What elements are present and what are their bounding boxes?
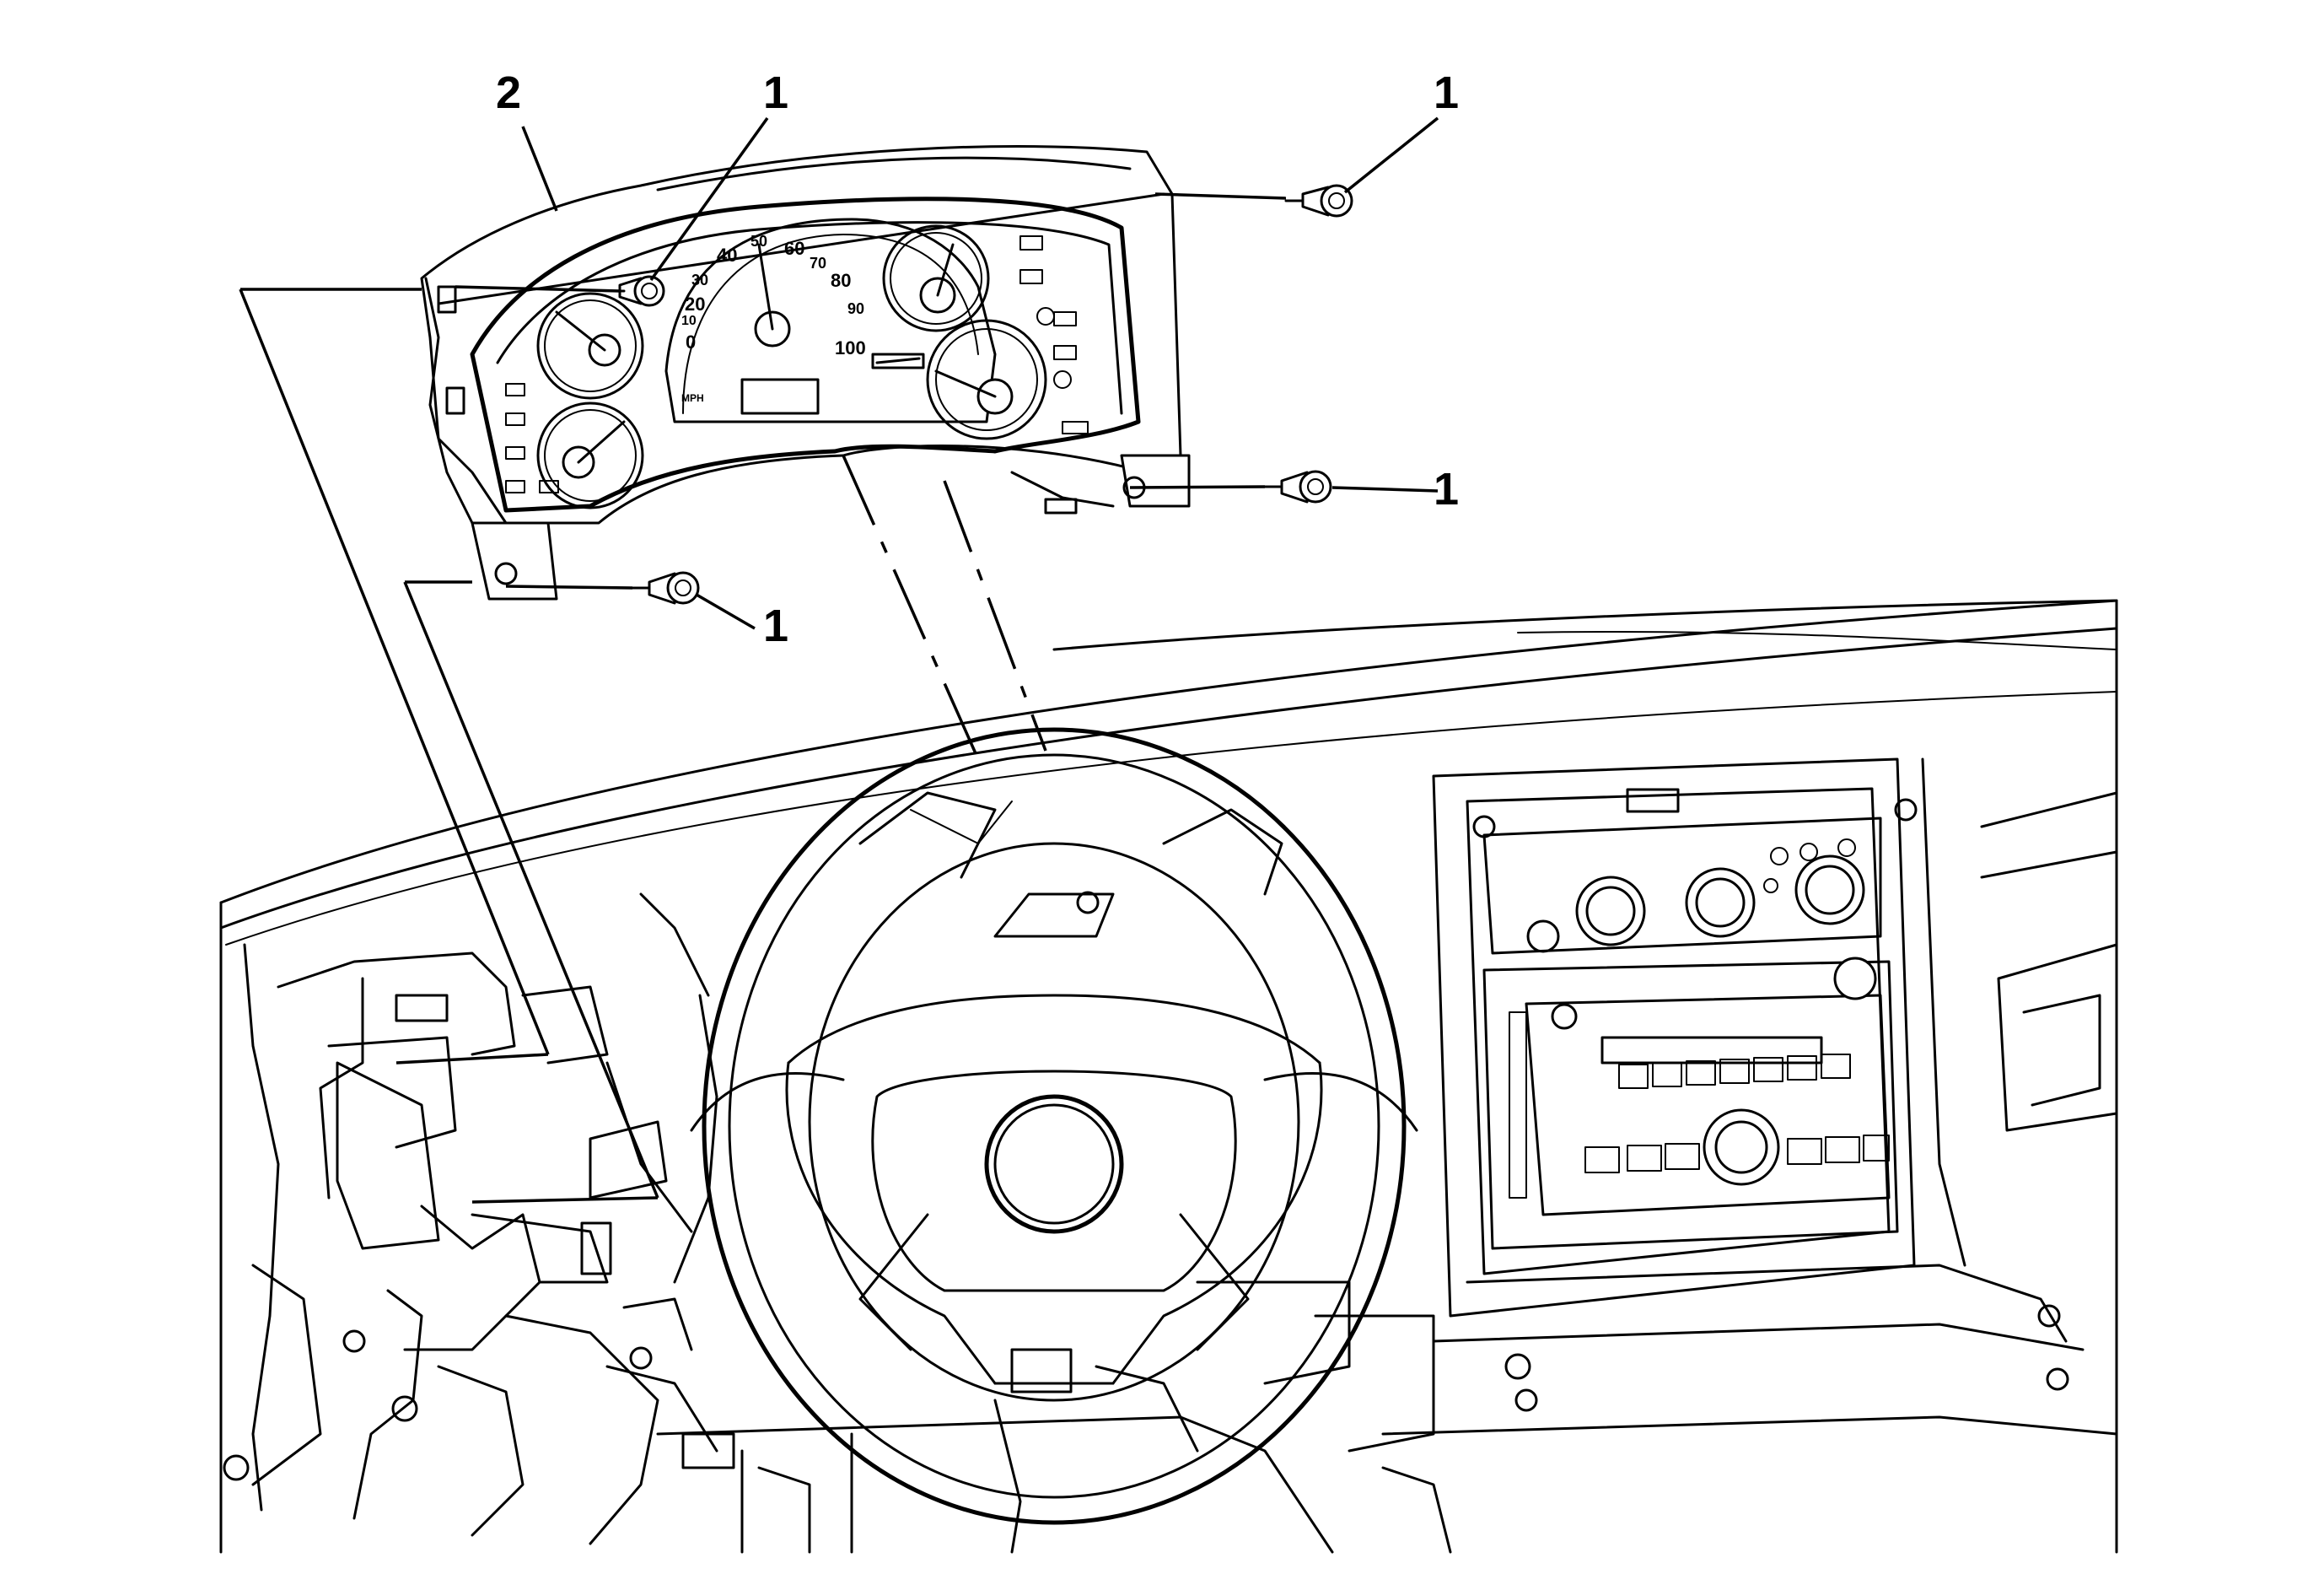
- right-lower-gauge: [871, 319, 1047, 440]
- speedometer: 0 10 20 30 40 50 60 70 80 90 100 MPH: [664, 218, 997, 423]
- left-lower-gauge: [536, 402, 644, 509]
- speedometer-number-100: 100: [835, 337, 866, 358]
- left-upper-gauge: [536, 292, 644, 400]
- callout-1-screw-lower-left: 1: [763, 601, 788, 651]
- speedometer-number-20: 20: [685, 294, 705, 315]
- speedometer-number-40: 40: [717, 245, 737, 266]
- radio-preset-buttons: [1618, 1054, 1851, 1089]
- speedometer-number-80: 80: [831, 270, 851, 291]
- speedometer-unit: MPH: [681, 392, 704, 404]
- callout-2-cluster: 2: [496, 67, 521, 118]
- speedometer-number-70: 70: [810, 255, 826, 272]
- speedometer-number-30: 30: [691, 272, 708, 288]
- callout-leaders: [521, 116, 1439, 630]
- callout-1-screw-upper-right: 1: [1434, 67, 1459, 118]
- instrument-panel: [219, 599, 2118, 1554]
- airbag-horn-pad: [871, 1070, 1237, 1292]
- hvac-control-panel: [1482, 817, 1882, 955]
- radio-panel: [1482, 957, 1899, 1250]
- projection-lines: [239, 288, 1047, 1204]
- instrument-cluster: 0 10 20 30 40 50 60 70 80 90 100 MPH: [420, 144, 1191, 601]
- speedometer-number-60: 60: [784, 238, 804, 259]
- speedometer-number-0: 0: [686, 332, 696, 353]
- callout-1-screw-upper-left: 1: [763, 67, 788, 118]
- right-upper-gauge: [882, 224, 990, 332]
- screw-lower-right: [1263, 470, 1332, 504]
- speedometer-number-50: 50: [750, 233, 767, 250]
- center-stack: [1381, 757, 2118, 1436]
- screw-axis-lines: [455, 192, 1287, 590]
- speedometer-number-10: 10: [681, 314, 697, 328]
- steering-wheel: [690, 727, 1418, 1525]
- speedometer-number-90: 90: [847, 300, 864, 317]
- screw-lower-left: [631, 571, 700, 605]
- screw-upper-right: [1284, 184, 1353, 218]
- callout-1-screw-lower-right: 1: [1434, 464, 1459, 515]
